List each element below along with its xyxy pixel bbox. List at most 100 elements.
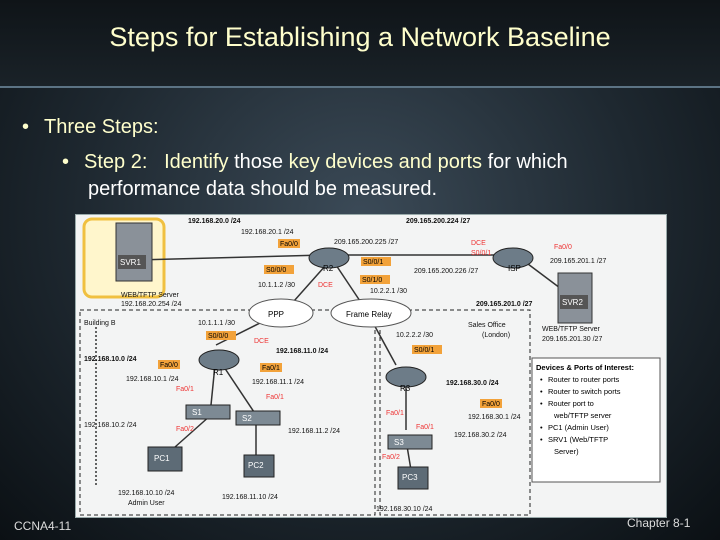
r1-fa01-tag: Fa0/1 bbox=[262, 365, 280, 372]
r2-fr: 10.2.2.1 /30 bbox=[370, 288, 407, 295]
r3-fa00-tag: Fa0/0 bbox=[482, 401, 500, 408]
network-diagram: PPP Frame Relay SVR1 SVR2 R2 ISP R1 R3 S… bbox=[75, 214, 667, 518]
r1-label: R1 bbox=[213, 368, 224, 377]
isp-fa00-tag: Fa0/0 bbox=[554, 244, 572, 251]
isp-lan: 209.165.201.1 /27 bbox=[550, 258, 607, 265]
ppp-cloud bbox=[248, 298, 314, 328]
r2-s000-tag: S0/0/0 bbox=[266, 267, 286, 274]
step-line-2: performance data should be measured. bbox=[88, 178, 438, 200]
isp-label: ISP bbox=[508, 264, 521, 273]
svr1-role: WEB/TFTP Server bbox=[121, 292, 179, 299]
s3-fa01-tag: Fa0/1 bbox=[416, 424, 434, 431]
frame-relay-label: Frame Relay bbox=[346, 310, 392, 319]
net-top-left: 192.168.20.0 /24 bbox=[188, 218, 241, 225]
legend-bullet: • bbox=[540, 423, 543, 432]
pc3-addr: 192.168.30.10 /24 bbox=[376, 506, 433, 513]
s1-label: S1 bbox=[192, 408, 202, 417]
bullet-dot: • bbox=[22, 116, 30, 138]
r1-router: R1 bbox=[198, 349, 240, 377]
pc2-device: PC2 bbox=[243, 454, 275, 478]
r1-s000-tag: S0/0/0 bbox=[208, 333, 228, 340]
r2-fa00-tag: Fa0/0 bbox=[280, 241, 298, 248]
svr1-gw: 192.168.20.1 /24 bbox=[241, 229, 294, 236]
legend-items: • Router to router ports • Router to switch… bbox=[540, 375, 621, 456]
isp-dce-tag: DCE bbox=[471, 240, 486, 247]
r3-router: R3 bbox=[385, 366, 427, 393]
legend-item: Router to router ports bbox=[548, 375, 620, 384]
r2-router: R2 bbox=[308, 247, 350, 273]
legend-item: PC1 (Admin User) bbox=[548, 423, 609, 432]
frame-relay-cloud bbox=[330, 298, 412, 328]
r1-fa00-tag: Fa0/0 bbox=[160, 362, 178, 369]
address-labels: 192.168.20.0 /24 209.165.200.224 /27 192… bbox=[84, 218, 607, 513]
svr2-addr: 209.165.201.30 /27 bbox=[542, 336, 602, 343]
step-prefix: Step 2: bbox=[84, 151, 148, 173]
bullet-level-1: • Three Steps: bbox=[22, 116, 159, 139]
london-label: (London) bbox=[482, 332, 510, 339]
pc1-label: PC1 bbox=[154, 454, 170, 463]
pc2-label: PC2 bbox=[248, 461, 264, 470]
svr1-addr: 192.168.20.254 /24 bbox=[121, 301, 181, 308]
legend-bullet: • bbox=[540, 399, 543, 408]
sales-label: Sales Office bbox=[468, 322, 506, 329]
net-isp-lan: 209.165.201.0 /27 bbox=[476, 301, 533, 308]
net-mid: 192.168.11.0 /24 bbox=[276, 348, 328, 355]
r3-label: R3 bbox=[400, 384, 411, 393]
isp-s001-tag: S0/0/1 bbox=[471, 250, 491, 257]
s1-fa02-tag: Fa0/2 bbox=[176, 426, 194, 433]
sales-office-zone bbox=[379, 309, 531, 516]
r3-fr: 10.2.2.2 /30 bbox=[396, 332, 433, 339]
svr2-label: SVR2 bbox=[562, 298, 583, 307]
bullet-1-text: Three Steps: bbox=[44, 116, 159, 138]
step-key-devices: key devices and ports bbox=[288, 151, 483, 173]
svr2-role: WEB/TFTP Server bbox=[542, 326, 600, 333]
legend-item: SRV1 (Web/TFTP bbox=[548, 435, 608, 444]
r2-ppp: 10.1.1.2 /30 bbox=[258, 282, 295, 289]
r3-fa00-addr: 192.168.30.1 /24 bbox=[468, 414, 521, 421]
svr1-device: SVR1 bbox=[115, 222, 153, 282]
legend-bullet: • bbox=[540, 375, 543, 384]
s3-switch: S3 bbox=[387, 434, 433, 450]
s2-addr: 192.168.11.2 /24 bbox=[288, 428, 340, 435]
pc3-label: PC3 bbox=[402, 473, 418, 482]
isp-router: ISP bbox=[492, 247, 534, 273]
s3-addr: 192.168.30.2 /24 bbox=[454, 432, 507, 439]
title-band bbox=[0, 0, 720, 86]
admin-label: Admin User bbox=[128, 500, 165, 507]
legend-box: Devices & Ports of Interest: •Router to … bbox=[531, 357, 661, 483]
legend-item: web/TFTP server bbox=[553, 411, 612, 420]
legend-item: Router port to bbox=[548, 399, 594, 408]
bullet-level-2: • Step 2: Identify those key devices and … bbox=[62, 149, 702, 203]
pc2-addr: 192.168.11.10 /24 bbox=[222, 494, 278, 501]
legend-item: Router to switch ports bbox=[548, 387, 621, 396]
step-text-those: those bbox=[228, 151, 289, 173]
net-left: 192.168.10.0 /24 bbox=[84, 356, 137, 363]
pc1-device: PC1 bbox=[147, 446, 183, 472]
s2-switch: S2 bbox=[235, 410, 281, 426]
r3-fa01-tag: Fa0/1 bbox=[386, 410, 404, 417]
port-tags: Fa0/0 S0/0/0 S0/0/1 S0/1/0 DCE DCE S0/0/… bbox=[158, 239, 572, 461]
r1-fa01-addr: 192.168.11.1 /24 bbox=[252, 379, 304, 386]
r2-s010-tag: S0/1/0 bbox=[362, 277, 382, 284]
sub-bullet-dot: • bbox=[62, 151, 70, 173]
s2-label: S2 bbox=[242, 414, 252, 423]
r1-dce-tag: DCE bbox=[254, 338, 269, 345]
s1-fa01-tag: Fa0/1 bbox=[176, 386, 194, 393]
r2-s001-tag: S0/0/1 bbox=[363, 259, 383, 266]
s1-addr: 192.168.10.2 /24 bbox=[84, 422, 137, 429]
legend-bullet: • bbox=[540, 435, 543, 444]
slide-title: Steps for Establishing a Network Baselin… bbox=[109, 22, 611, 52]
r2-dce-tag: DCE bbox=[318, 282, 333, 289]
s3-label: S3 bbox=[394, 438, 404, 447]
legend-item: Server) bbox=[554, 447, 579, 456]
r2-isp-a: 209.165.200.225 /27 bbox=[334, 239, 398, 246]
step-identify: Identify bbox=[164, 151, 229, 173]
ppp-label: PPP bbox=[268, 310, 284, 319]
footer-chapter: Chapter 8-1 bbox=[627, 516, 691, 530]
topology-svg: PPP Frame Relay SVR1 SVR2 R2 ISP R1 R3 S… bbox=[79, 217, 661, 516]
pc1-addr: 192.168.10.10 /24 bbox=[118, 490, 175, 497]
r2-label: R2 bbox=[323, 264, 334, 273]
r1-fa00-addr: 192.168.10.1 /24 bbox=[126, 376, 179, 383]
r3-s001-tag: S0/0/1 bbox=[414, 347, 434, 354]
building-label: Building B bbox=[84, 320, 116, 327]
